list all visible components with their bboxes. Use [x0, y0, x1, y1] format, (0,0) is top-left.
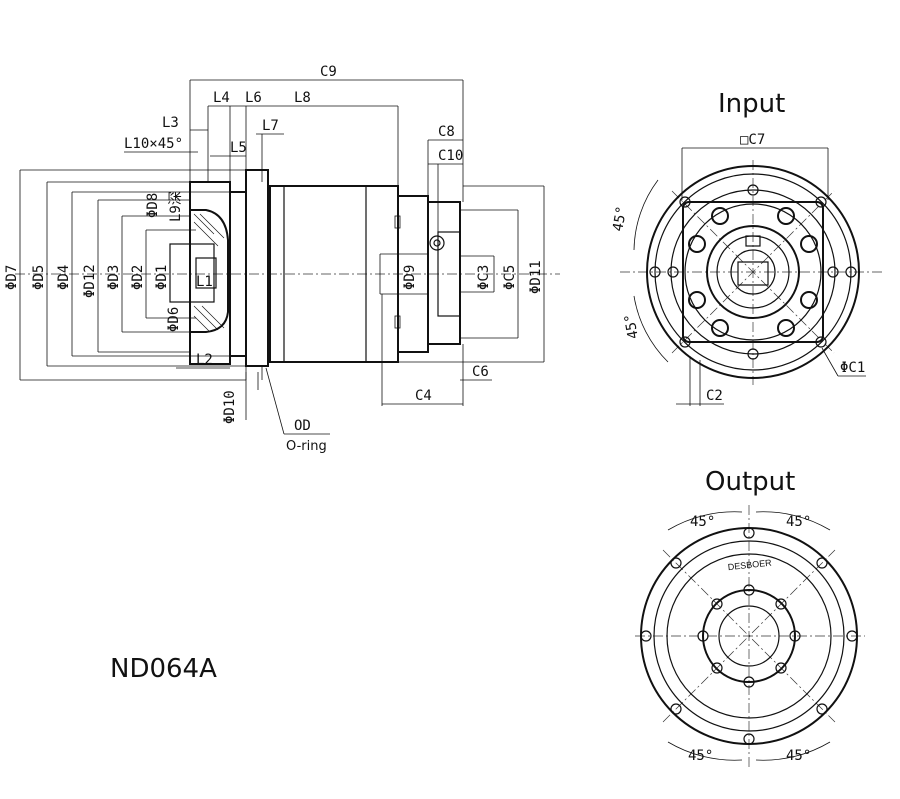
dim-d1: ΦD1	[154, 265, 170, 290]
dim-l6: L6	[245, 90, 262, 106]
oring-label: O-ring	[286, 439, 327, 454]
input-angle-top: 45°	[610, 205, 630, 233]
output-bolt-holes	[640, 527, 858, 745]
dim-c8: C8	[438, 124, 455, 140]
output-angle-br: 45°	[786, 748, 811, 764]
dim-d2: ΦD2	[130, 265, 146, 290]
dim-l1: L1	[196, 274, 213, 290]
dim-d5: ΦD5	[31, 265, 47, 290]
output-title: Output	[705, 467, 795, 497]
side-view: C9 L4 L6 L8 L3 L7 L10×45° L5 C8 C10 ΦD7 …	[4, 64, 560, 454]
dim-c6: C6	[472, 364, 489, 380]
dim-l4: L4	[213, 90, 230, 106]
dim-d7: ΦD7	[4, 265, 20, 290]
dim-c3: ΦC3	[476, 265, 492, 290]
dim-c4: C4	[415, 388, 432, 404]
dim-d11: ΦD11	[528, 260, 544, 294]
dim-d10: ΦD10	[222, 390, 238, 424]
dim-c2: C2	[706, 388, 723, 404]
dim-l8: L8	[294, 90, 311, 106]
dim-d8: ΦD8	[145, 193, 161, 218]
input-bolt-holes	[649, 184, 857, 360]
dim-c9: C9	[320, 64, 337, 80]
input-angle-bottom: 45°	[622, 312, 642, 340]
input-view: Input □C7	[610, 89, 885, 406]
dim-c7: □C7	[740, 132, 765, 148]
dim-l3: L3	[162, 115, 179, 131]
model-label: ND064A	[110, 654, 217, 684]
dim-l2: L2	[196, 352, 213, 368]
dim-l5: L5	[230, 140, 247, 156]
dim-l7: L7	[262, 118, 279, 134]
dim-l10: L10×45°	[124, 136, 183, 152]
output-view: Output DESBOER	[635, 467, 865, 768]
dim-l9: L9深	[168, 191, 184, 222]
brand-label: DESBOER	[727, 558, 772, 573]
output-angle-tl: 45°	[690, 514, 715, 530]
dim-d12: ΦD12	[82, 264, 98, 298]
dim-d6: ΦD6	[166, 307, 182, 332]
dim-c1: ΦC1	[840, 360, 865, 376]
output-angle-bl: 45°	[688, 748, 713, 764]
dim-c5: ΦC5	[502, 265, 518, 290]
output-angle-tr: 45°	[786, 514, 811, 530]
dim-c10: C10	[438, 148, 463, 164]
dim-d9: ΦD9	[402, 265, 418, 290]
dim-d4: ΦD4	[56, 265, 72, 290]
dim-d3: ΦD3	[106, 265, 122, 290]
dim-od: OD	[294, 418, 311, 434]
input-title: Input	[718, 89, 785, 119]
